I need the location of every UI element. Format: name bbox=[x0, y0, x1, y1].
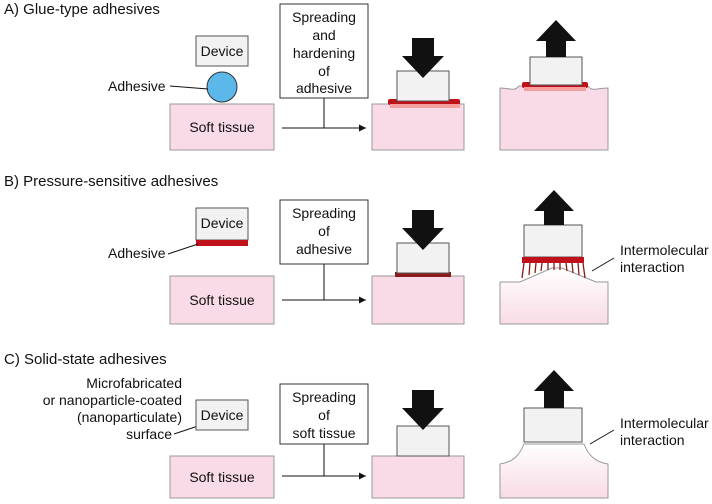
pull-up-arrow-icon bbox=[534, 370, 574, 408]
adhesive-layer bbox=[390, 104, 460, 108]
device-box bbox=[529, 56, 583, 86]
device-label: Device bbox=[201, 407, 244, 423]
pull-up-arrow-icon bbox=[534, 190, 574, 225]
soft-tissue-label: Soft tissue bbox=[189, 119, 255, 135]
device-box bbox=[195, 35, 249, 67]
step-line: adhesive bbox=[296, 241, 352, 257]
interaction-label: interaction bbox=[620, 432, 685, 448]
soft-tissue-label: Soft tissue bbox=[189, 292, 255, 308]
deformed-tissue bbox=[499, 85, 609, 151]
soft-tissue-block bbox=[371, 275, 465, 325]
deformed-tissue bbox=[499, 443, 609, 499]
push-down-arrow-icon bbox=[402, 210, 444, 250]
adhesive-layer bbox=[196, 240, 248, 246]
device-box bbox=[195, 207, 249, 241]
device-box bbox=[195, 399, 249, 431]
soft-tissue-block bbox=[371, 455, 465, 499]
push-down-arrow-icon bbox=[402, 390, 444, 430]
section-c-heading: C) Solid-state adhesives bbox=[4, 351, 167, 368]
soft-tissue-block bbox=[169, 455, 275, 499]
deformed-tissue bbox=[499, 267, 609, 325]
step-line: Spreading bbox=[292, 9, 356, 25]
device-box bbox=[523, 407, 583, 443]
interaction-leader-line bbox=[591, 257, 615, 272]
interaction-label: Intermolecular bbox=[620, 242, 709, 258]
surface-label: surface bbox=[126, 426, 172, 442]
soft-tissue-block bbox=[371, 103, 465, 151]
adhesive-layer bbox=[524, 87, 586, 91]
soft-tissue-block bbox=[169, 275, 275, 325]
soft-tissue-label: Soft tissue bbox=[189, 469, 255, 485]
push-down-arrow-icon bbox=[402, 38, 444, 78]
step-line: hardening bbox=[293, 45, 355, 61]
step-line: and bbox=[312, 27, 335, 43]
adhesive-layer bbox=[522, 257, 584, 263]
step-line: Spreading bbox=[292, 389, 356, 405]
pull-up-arrow-icon bbox=[536, 20, 576, 57]
adhesive-layer bbox=[395, 272, 451, 277]
adhesive-leader-line bbox=[167, 243, 199, 255]
device-box bbox=[396, 425, 450, 457]
device-label: Device bbox=[201, 215, 244, 231]
step-line: of bbox=[318, 407, 330, 423]
surface-label: or nanoparticle-coated bbox=[43, 392, 182, 408]
device-box bbox=[523, 224, 583, 258]
section-pressure-sensitive: B) Pressure-sensitive adhesives Device A… bbox=[4, 173, 709, 325]
surface-leader-line bbox=[173, 425, 199, 435]
step-line: of bbox=[318, 223, 330, 239]
device-label: Device bbox=[201, 43, 244, 59]
step-line: Spreading bbox=[292, 205, 356, 221]
step-line: adhesive bbox=[296, 80, 352, 96]
adhesive-leader-line bbox=[169, 85, 209, 90]
step-line: soft tissue bbox=[292, 425, 355, 441]
interaction-label: interaction bbox=[620, 259, 685, 275]
section-a-heading: A) Glue-type adhesives bbox=[4, 1, 160, 18]
section-glue-type: A) Glue-type adhesives Device Adhesive S… bbox=[4, 1, 609, 151]
surface-label: Microfabricated bbox=[86, 375, 182, 391]
step-box bbox=[279, 3, 369, 99]
adhesive-drop bbox=[206, 71, 238, 103]
adhesive-label: Adhesive bbox=[108, 245, 166, 261]
surface-label: (nanoparticulate) bbox=[77, 409, 182, 425]
section-solid-state: C) Solid-state adhesives Microfabricated… bbox=[4, 351, 709, 499]
interaction-leader-line bbox=[589, 429, 615, 445]
adhesive-fibrils bbox=[521, 262, 586, 279]
step-line: of bbox=[318, 63, 330, 79]
section-b-heading: B) Pressure-sensitive adhesives bbox=[4, 173, 218, 190]
interaction-label: Intermolecular bbox=[620, 415, 709, 431]
adhesive-label: Adhesive bbox=[108, 78, 166, 94]
soft-tissue-block bbox=[169, 103, 275, 151]
